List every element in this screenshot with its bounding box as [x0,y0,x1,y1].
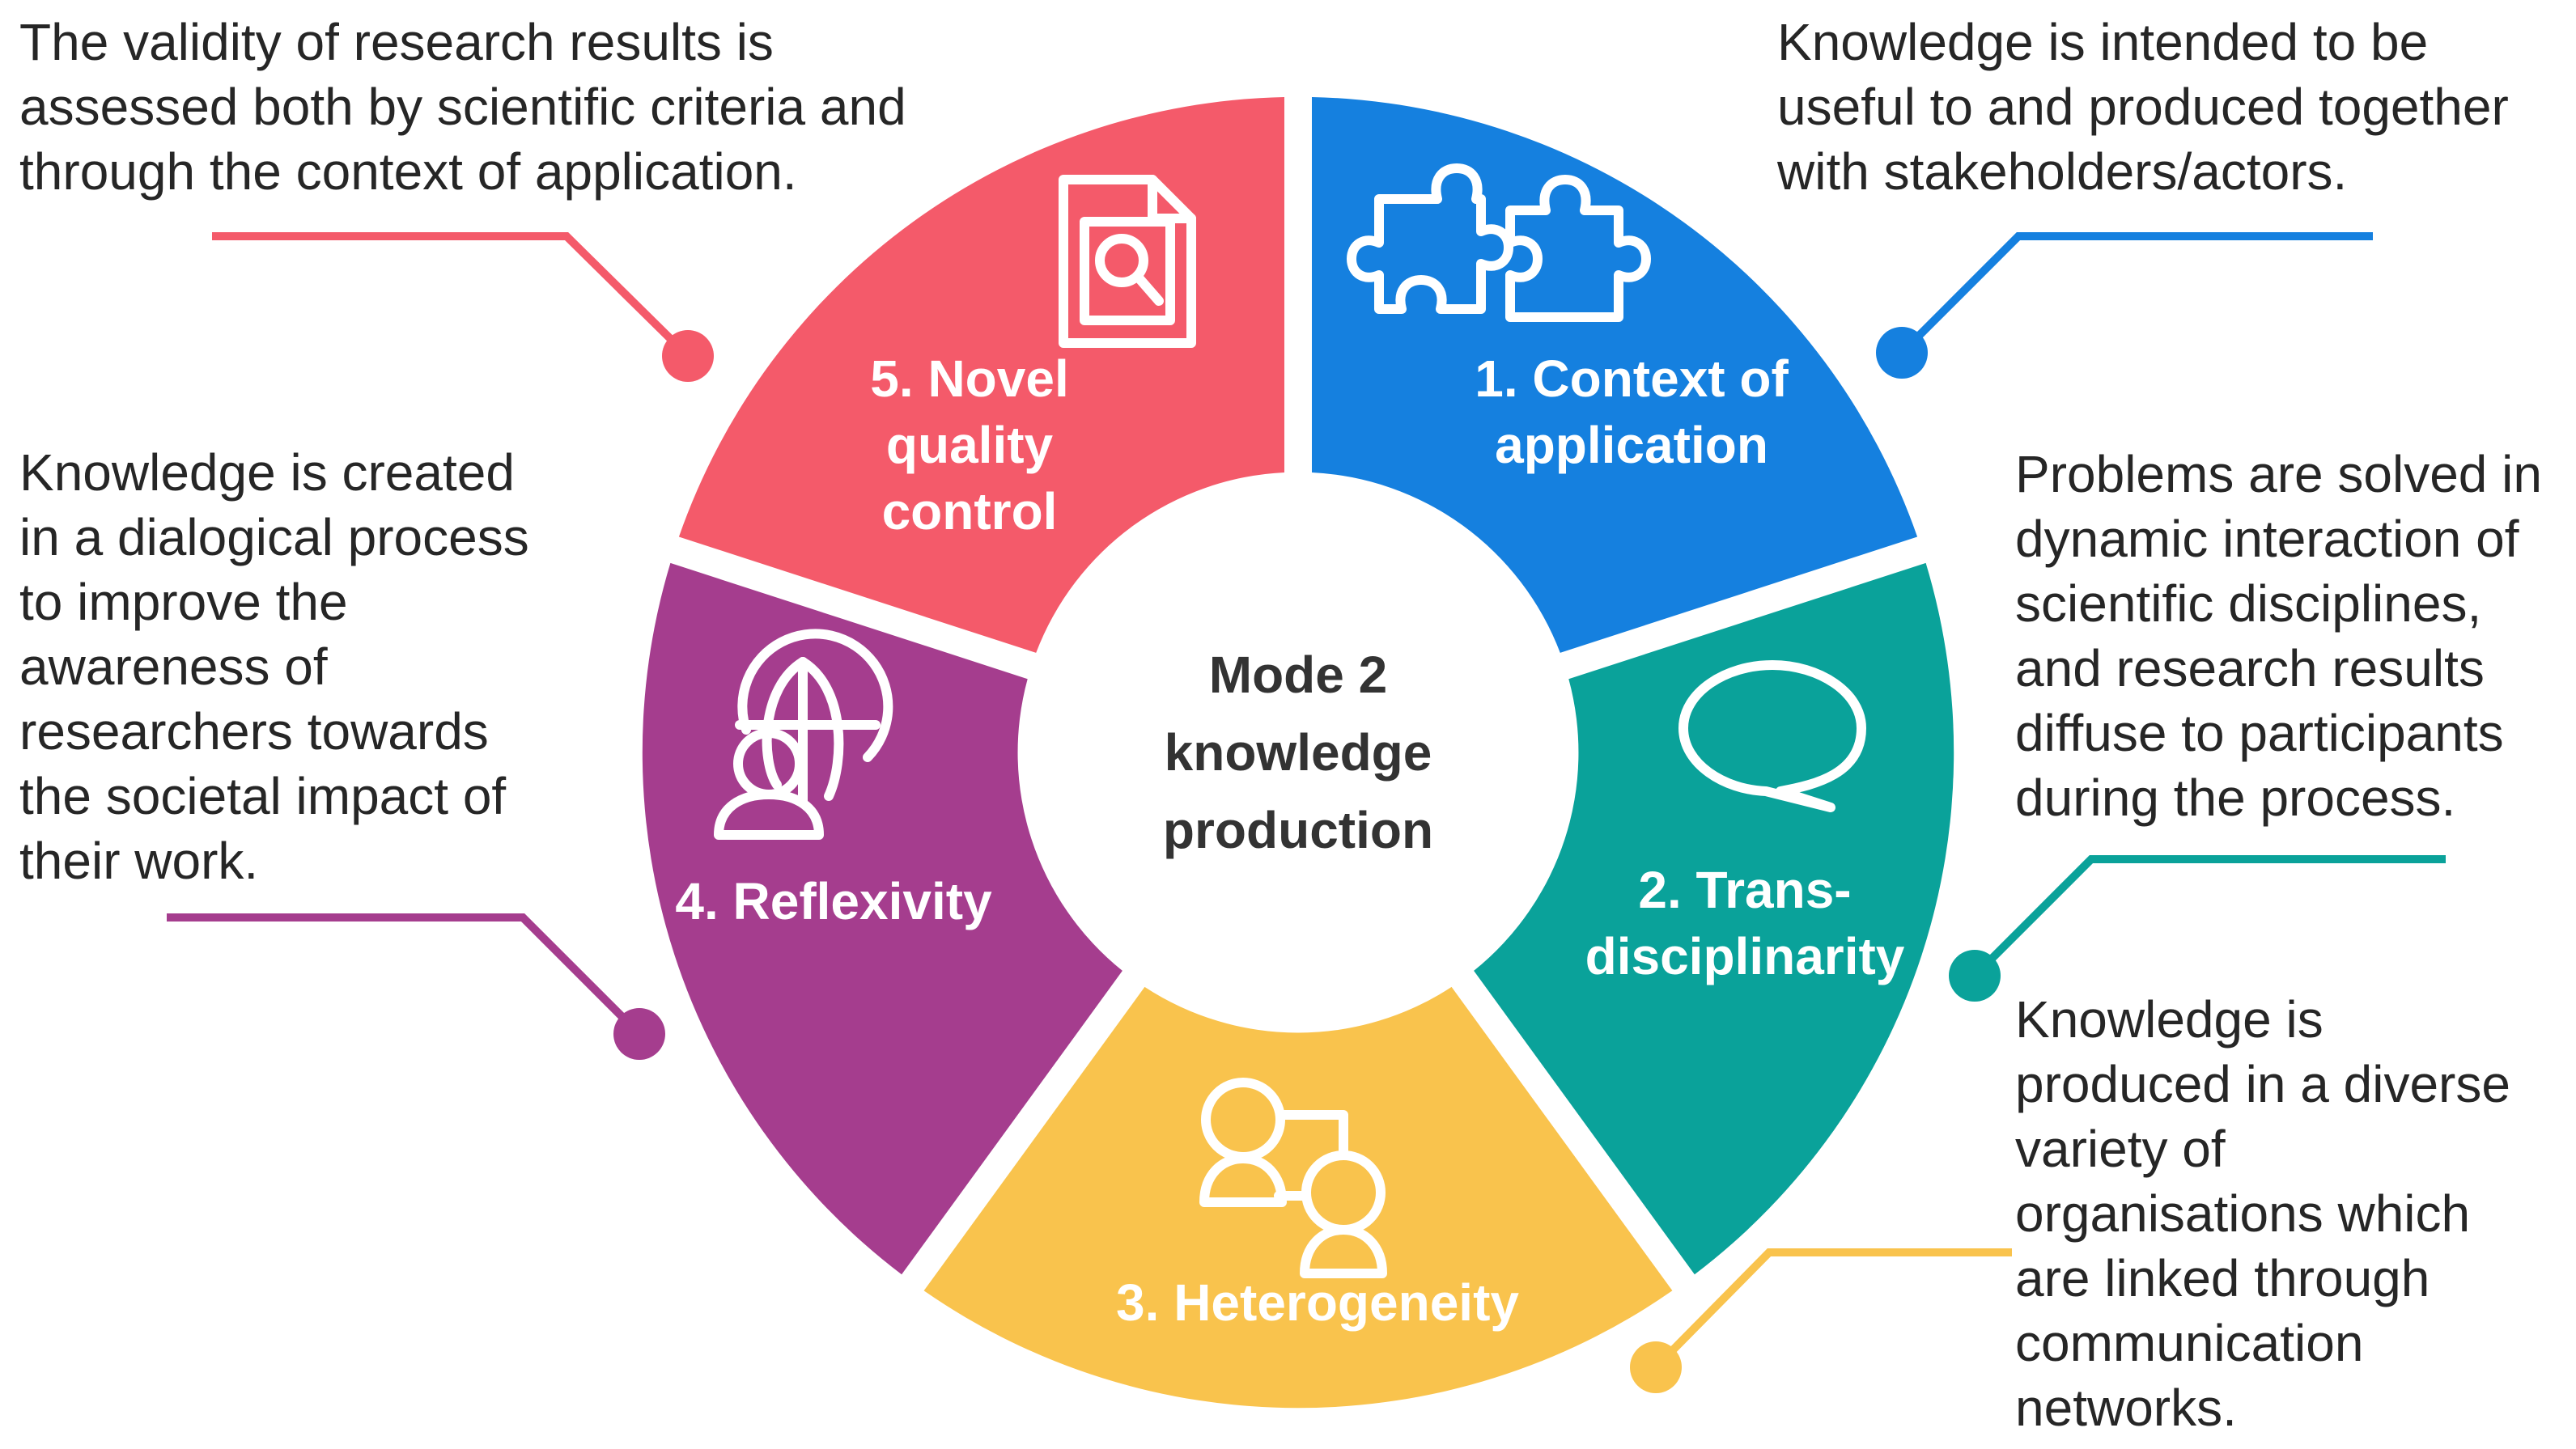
svg-text:dynamic interaction of: dynamic interaction of [2015,510,2519,568]
globe-person-icon [714,629,893,840]
svg-text:production: production [1163,801,1433,859]
svg-text:researchers towards: researchers towards [19,702,489,761]
svg-text:and research results: and research results [2015,639,2485,697]
svg-text:application: application [1495,416,1768,474]
connector-context [1876,232,2373,379]
description-trans: Problems are solved in dynamic interacti… [2015,445,2542,827]
svg-text:the societal impact of: the societal impact of [19,767,506,825]
connector-hetero [1630,1248,2012,1393]
svg-text:in a dialogical process: in a dialogical process [19,508,529,566]
svg-text:organisations which: organisations which [2015,1184,2470,1243]
description-context: Knowledge is intended to be useful to an… [1776,13,2509,201]
description-reflex: Knowledge is created in a dialogical pro… [19,443,529,890]
connector-reflex [167,913,665,1060]
segment-label-trans: 2. Trans- disciplinarity [1585,861,1905,985]
svg-text:useful to and produced togethe: useful to and produced together [1777,78,2509,136]
svg-text:5. Novel: 5. Novel [870,350,1068,408]
document-search-icon [1059,175,1196,348]
svg-text:1. Context of: 1. Context of [1475,350,1789,408]
svg-text:knowledge: knowledge [1165,723,1432,782]
svg-text:assessed both by scientific cr: assessed both by scientific criteria and [19,78,906,136]
segment-context-of-application [1312,97,1918,653]
svg-text:quality: quality [886,416,1054,474]
svg-text:awareness of: awareness of [19,638,328,696]
svg-text:control: control [882,482,1058,540]
segment-novel-quality-control [678,97,1284,653]
svg-text:are linked through: are linked through [2015,1249,2430,1307]
svg-text:scientific disciplines,: scientific disciplines, [2015,574,2481,633]
segment-label-hetero: 3. Heterogeneity [1116,1273,1519,1332]
center-label: Mode 2 knowledge production [1163,646,1433,859]
svg-text:communication: communication [2015,1314,2363,1372]
segment-label-quality: 5. Novel quality control [870,350,1068,540]
svg-text:to improve the: to improve the [19,573,348,631]
description-quality: The validity of research results is asse… [19,13,906,201]
svg-text:Knowledge is created: Knowledge is created [19,443,515,502]
description-hetero: Knowledge is produced in a diverse varie… [2015,990,2510,1437]
segment-label-reflex: 4. Reflexivity [675,872,992,930]
puzzle-icon [1347,163,1651,322]
segment-transdisciplinarity [1474,562,1954,1275]
svg-text:The validity of research resul: The validity of research results is [19,13,774,71]
svg-text:2. Trans-: 2. Trans- [1638,861,1851,919]
connector-quality [212,232,714,382]
svg-text:Knowledge is intended to be: Knowledge is intended to be [1777,13,2428,71]
svg-text:with stakeholders/actors.: with stakeholders/actors. [1776,142,2347,201]
svg-text:through the context of applica: through the context of application. [19,142,797,201]
svg-text:produced in a diverse: produced in a diverse [2015,1055,2510,1113]
svg-text:3. Heterogeneity: 3. Heterogeneity [1116,1273,1519,1332]
svg-text:4. Reflexivity: 4. Reflexivity [675,872,992,930]
svg-text:variety of: variety of [2015,1120,2226,1178]
svg-text:their work.: their work. [19,832,258,890]
svg-text:Mode 2: Mode 2 [1209,646,1387,704]
svg-text:disciplinarity: disciplinarity [1585,927,1905,985]
speech-bubble-icon [1678,660,1866,812]
svg-text:Knowledge is: Knowledge is [2015,990,2323,1049]
connector-trans [1949,855,2446,1002]
svg-text:networks.: networks. [2015,1379,2237,1437]
svg-text:Problems are solved in: Problems are solved in [2015,445,2542,503]
segment-label-context: 1. Context of application [1475,350,1789,474]
svg-text:diffuse to participants: diffuse to participants [2015,704,2504,762]
svg-text:during the process.: during the process. [2015,769,2455,827]
two-people-icon [1199,1078,1387,1278]
